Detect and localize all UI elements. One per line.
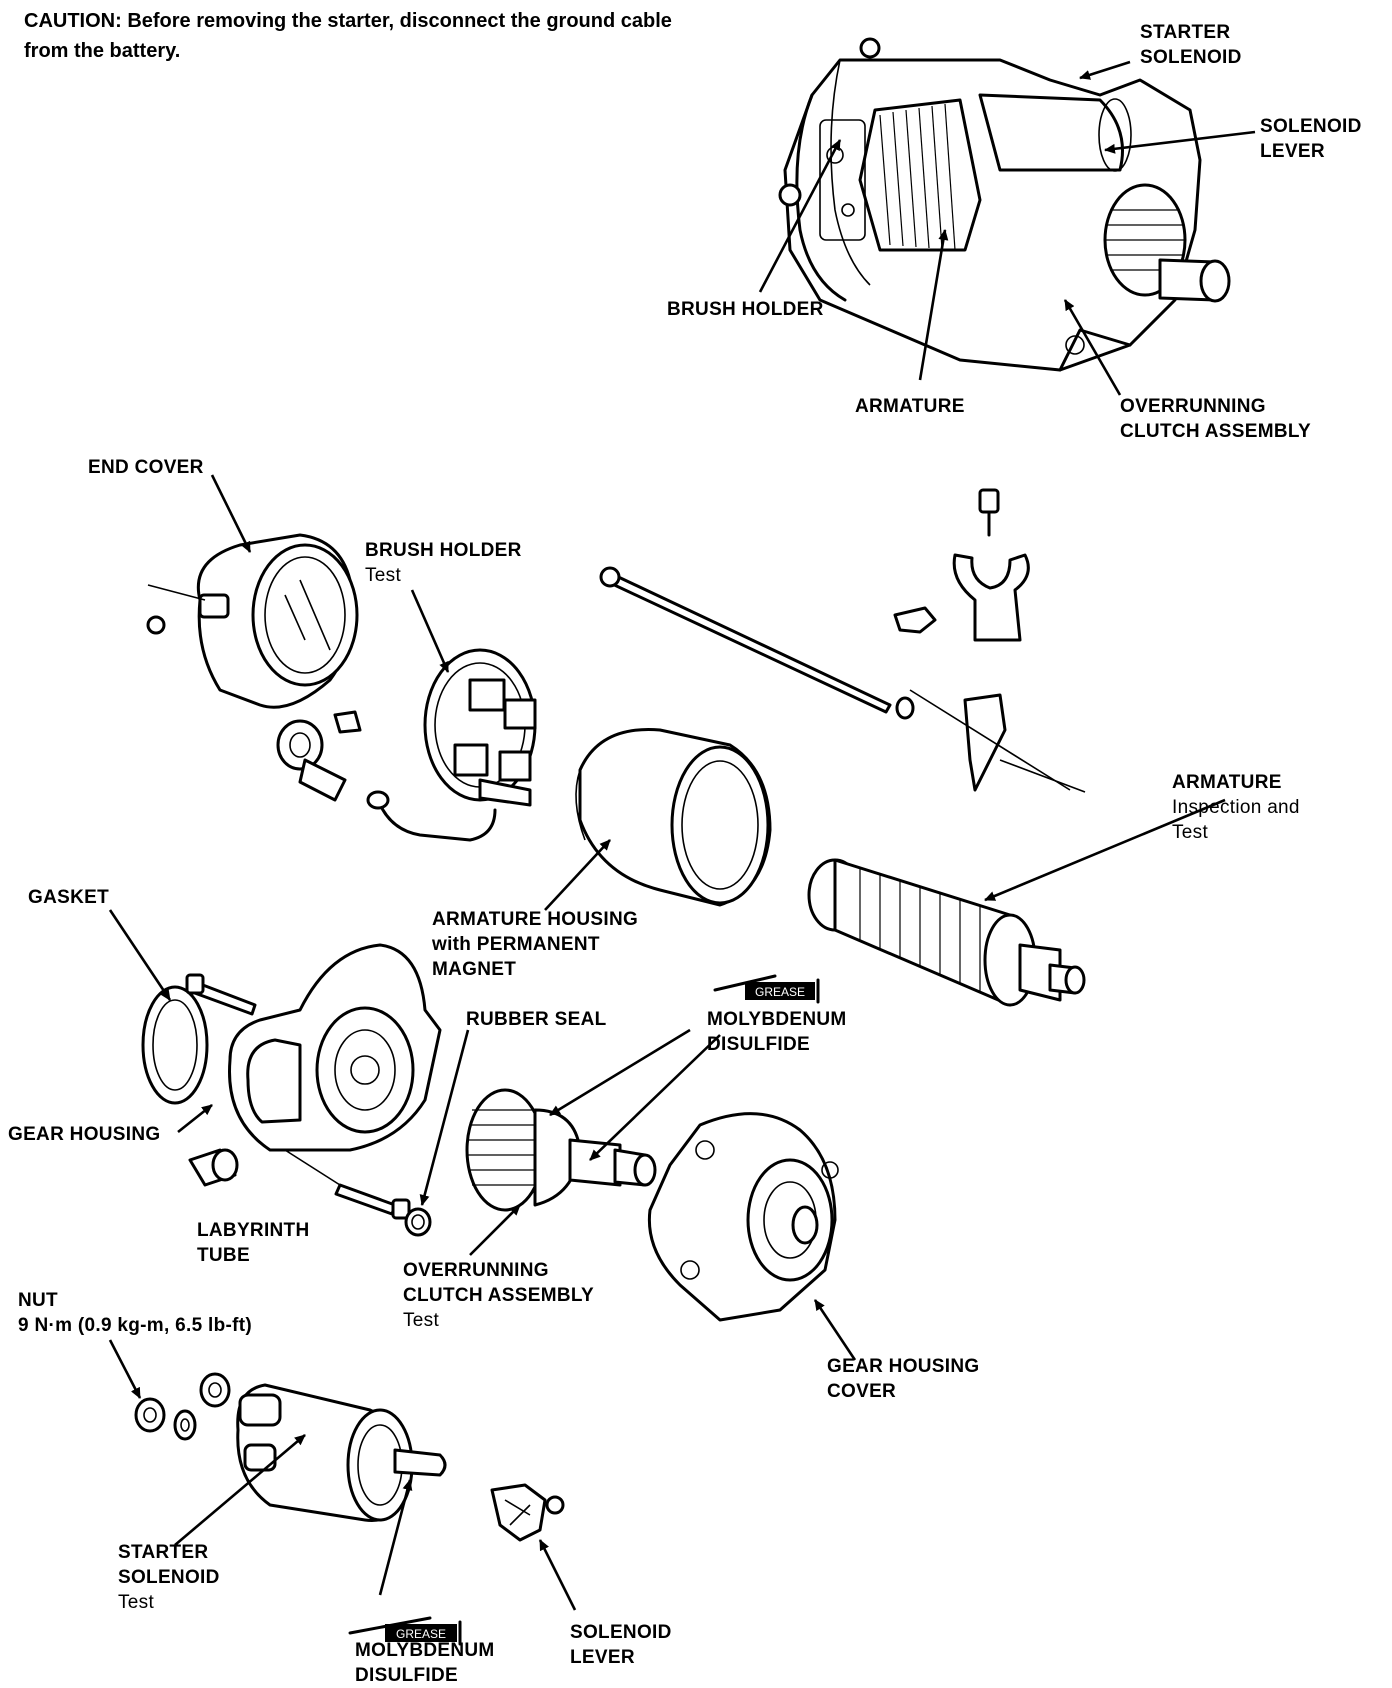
label-line: OVERRUNNING [403,1260,549,1281]
label-armature: ARMATURE Inspection and Test [1172,770,1300,845]
label-note: Test [1172,822,1209,843]
label-top-armature: ARMATURE [855,396,965,417]
label-line: SOLENOID [570,1622,672,1643]
rubber-seal-part [404,1207,432,1237]
caution-text: Before removing the starter, disconnect … [24,10,672,62]
label-line: NUT [18,1290,58,1311]
leader-lines [108,60,1256,1611]
label-line: SOLENOID [1260,116,1362,137]
gasket-part [141,985,209,1105]
label-top-solenoid-lever: SOLENOID LEVER [1260,114,1362,164]
label-brush-holder: BRUSH HOLDER Test [365,538,522,588]
label-line: LEVER [1260,141,1325,162]
through-bolt [599,566,915,720]
grease-tag-1: GREASE [755,985,805,999]
label-line: DISULFIDE [707,1034,810,1055]
label-line: OVERRUNNING [1120,396,1266,417]
label-nut: NUT 9 N·m (0.9 kg-m, 6.5 lb-ft) [18,1288,252,1338]
label-gear-housing: GEAR HOUSING [8,1124,161,1145]
gear-housing-part [185,943,442,1220]
label-line: BRUSH HOLDER [365,540,522,561]
label-line: SOLENOID [1140,47,1242,68]
label-line: CLUTCH ASSEMBLY [1120,421,1311,442]
armature-housing-part [575,728,772,907]
label-molybdenum-2: MOLYBDENUM DISULFIDE [355,1638,495,1688]
armature-part [807,858,1086,1007]
solenoid-lever-part [490,1483,565,1542]
caution-label: CAUTION: [24,10,122,32]
label-starter-solenoid: STARTER SOLENOID Test [118,1540,220,1615]
label-labyrinth-tube: LABYRINTH TUBE [197,1218,309,1268]
gear-housing-cover-part [647,1112,839,1322]
label-molybdenum-1: MOLYBDENUM DISULFIDE [707,1007,847,1057]
label-line: GEAR HOUSING [827,1356,980,1377]
label-end-cover: END COVER [88,457,204,478]
brush-holder-part [423,648,537,807]
label-line: ARMATURE HOUSING [432,909,639,930]
label-line: with PERMANENT [432,934,600,955]
label-line: LEVER [570,1647,635,1668]
label-note: Test [403,1310,440,1331]
label-line: MOLYBDENUM [355,1640,495,1661]
label-line: SOLENOID [118,1567,220,1588]
labyrinth-tube-part [188,1148,239,1187]
label-line: MOLYBDENUM [707,1009,847,1030]
end-cover-part [146,533,359,709]
grease-tag-2: GREASE [396,1627,446,1641]
label-line: MAGNET [432,959,517,980]
label-armature-housing: ARMATURE HOUSING with PERMANENT MAGNET [432,907,638,982]
starter-solenoid-part [236,1383,447,1522]
label-line: TUBE [197,1245,250,1266]
label-line: STARTER [1140,22,1231,43]
grease-tube-2: GREASE [348,1616,462,1646]
label-overrunning-clutch: OVERRUNNING CLUTCH ASSEMBLY Test [403,1258,594,1333]
label-note: Inspection and [1172,797,1300,818]
label-note: Test [365,565,402,586]
grease-tube-1: GREASE [713,974,820,1004]
label-top-starter-solenoid: STARTER SOLENOID [1140,20,1242,70]
label-line: COVER [827,1381,897,1402]
label-line: CLUTCH ASSEMBLY [403,1285,594,1306]
label-torque-spec: 9 N·m (0.9 kg-m, 6.5 lb-ft) [18,1315,253,1336]
label-gasket: GASKET [28,887,109,908]
label-line: ARMATURE [1172,772,1282,793]
label-gear-housing-cover: GEAR HOUSING COVER [827,1354,979,1404]
label-note: Test [118,1592,155,1613]
nut-washer-parts [134,1372,231,1441]
label-line: LABYRINTH [197,1220,310,1241]
label-line: STARTER [118,1542,209,1563]
caution-note: CAUTION: Before removing the starter, di… [24,6,684,66]
label-top-brush-holder: BRUSH HOLDER [667,299,824,320]
label-top-overrunning-clutch: OVERRUNNING CLUTCH ASSEMBLY [1120,394,1311,444]
label-line: DISULFIDE [355,1665,458,1686]
assembled-starter [778,37,1231,372]
lever-bracket-parts [893,488,1086,793]
label-rubber-seal: RUBBER SEAL [466,1009,607,1030]
brush-spring-parts [276,710,497,842]
label-solenoid-lever: SOLENOID LEVER [570,1620,672,1670]
